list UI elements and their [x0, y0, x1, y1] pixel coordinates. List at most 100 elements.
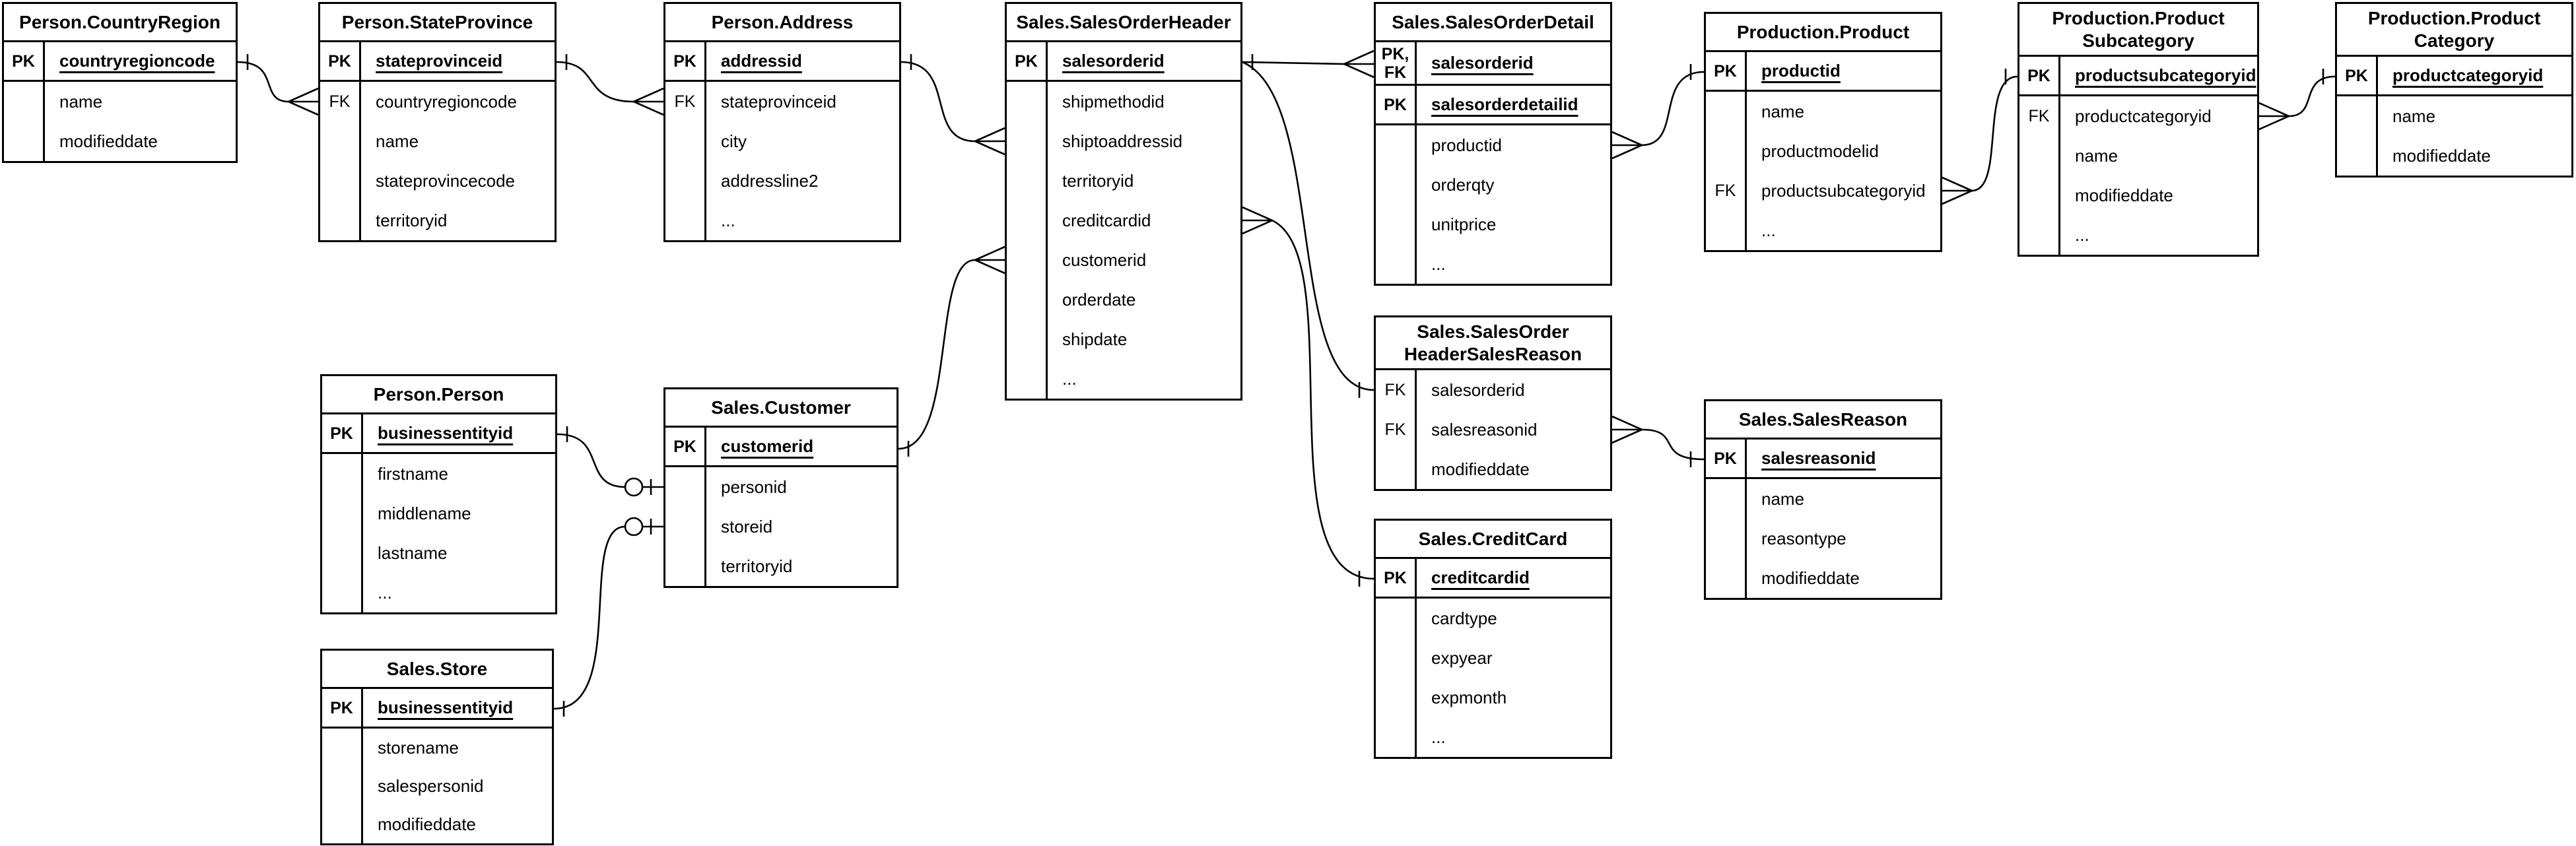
key-label [1007, 240, 1048, 280]
table-row: ... [2019, 215, 2257, 255]
table-row: modifieddate [1706, 558, 1940, 598]
table-title: Person.Person [322, 376, 555, 414]
column-name: lastname [378, 542, 448, 563]
table-row: modifieddate [2337, 136, 2571, 176]
column-name: creditcardid [1062, 210, 1151, 230]
table-row: FK salesorderid [1376, 370, 1610, 410]
key-label: PK [665, 42, 706, 80]
column-name: storename [378, 737, 459, 758]
table-row: ... [665, 201, 899, 240]
table-row: unitprice [1376, 205, 1610, 244]
key-label [1376, 125, 1417, 165]
column-name: orderdate [1062, 289, 1136, 309]
table-row: PK productsubcategoryid [2019, 57, 2257, 96]
rel-customer-salesorderheader [898, 245, 1005, 457]
table-title: Production.Product Category [2337, 4, 2571, 57]
table-row: stateprovincecode [320, 161, 555, 201]
table-row: modifieddate [2019, 176, 2257, 215]
key-label [1007, 359, 1048, 399]
table-row: PK creditcardid [1376, 559, 1610, 599]
table-row: customerid [1007, 240, 1240, 280]
key-label [1376, 205, 1417, 244]
rel-person-customer [557, 426, 663, 497]
key-label: FK [1376, 410, 1417, 449]
key-label [322, 729, 363, 767]
key-label [2019, 176, 2060, 215]
column-name: name [376, 131, 419, 151]
table-row: productid [1376, 125, 1610, 165]
table-title: Sales.SalesOrderDetail [1376, 4, 1610, 42]
table-sales-store: Sales.Store PK businessentityid storenam… [320, 649, 554, 845]
key-label [2019, 136, 2060, 176]
table-row: storename [322, 729, 552, 767]
table-production-productsubcategory: Production.Product Subcategory PK produc… [2017, 2, 2259, 257]
key-label [665, 467, 706, 507]
table-row: modifieddate [1376, 449, 1610, 489]
column-name: shiptoaddressid [1062, 131, 1183, 151]
table-row: name [1706, 92, 1940, 131]
column-name: territoryid [721, 556, 793, 576]
table-row: cardtype [1376, 599, 1610, 638]
key-label [1376, 165, 1417, 205]
key-label [665, 201, 706, 240]
key-label [665, 546, 706, 586]
table-row: FK countryregioncode [320, 82, 555, 121]
key-label [1007, 201, 1048, 240]
table-row: reasontype [1706, 519, 1940, 558]
key-label [322, 573, 363, 612]
table-row: PK salesreasonid [1706, 439, 1940, 479]
column-name: name [2392, 106, 2436, 126]
table-title: Production.Product [1706, 14, 1940, 52]
column-name: addressline2 [721, 170, 819, 191]
column-name: productsubcategoryid [2075, 65, 2256, 85]
table-row: FK productsubcategoryid [1706, 171, 1940, 211]
key-label: PK [2337, 57, 2378, 94]
key-label [1376, 449, 1417, 489]
table-sales-creditcard: Sales.CreditCard PK creditcardid cardtyp… [1374, 519, 1612, 759]
column-name: territoryid [1062, 170, 1134, 191]
key-label [1007, 161, 1048, 201]
key-label [1376, 638, 1417, 678]
table-row: name [2337, 96, 2571, 136]
table-row: FK salesreasonid [1376, 410, 1610, 449]
rel-salesorderheader-headersalesreason [1242, 61, 1374, 398]
table-row: FK stateprovinceid [665, 82, 899, 121]
column-name: productid [1431, 135, 1502, 155]
table-title: Sales.SalesOrder HeaderSalesReason [1376, 317, 1610, 370]
column-name: salespersonid [378, 775, 484, 796]
table-person-person: Person.Person PK businessentityid firstn… [320, 374, 557, 614]
table-row: PK productcategoryid [2337, 57, 2571, 96]
column-name: creditcardid [1431, 568, 1530, 587]
table-title: Person.Address [665, 4, 899, 42]
table-row: PK salesorderid [1007, 42, 1240, 82]
column-name: productcategoryid [2075, 106, 2212, 126]
column-name: modifieddate [59, 131, 158, 151]
key-label: PK [322, 689, 363, 727]
rel-countryregion-stateprovince [237, 54, 319, 116]
table-row: expyear [1376, 638, 1610, 678]
table-person-countryregion: Person.CountryRegion PK countryregioncod… [2, 2, 238, 163]
table-sales-salesorderheader: Sales.SalesOrderHeader PK salesorderid s… [1005, 2, 1242, 401]
table-title: Sales.CreditCard [1376, 521, 1610, 559]
table-row: orderdate [1007, 280, 1240, 319]
key-label: FK [1706, 171, 1747, 211]
rel-salesorderdetail-product [1611, 64, 1705, 160]
table-row: ... [1376, 717, 1610, 757]
rel-store-customer [553, 517, 663, 717]
key-label: PK [1376, 559, 1417, 597]
table-row: lastname [322, 533, 555, 573]
table-row: ... [322, 573, 555, 612]
table-row: territoryid [1007, 161, 1240, 201]
column-name: firstname [378, 463, 448, 484]
key-label: PK [665, 428, 706, 465]
rel-headersalesreason-salesreason [1611, 415, 1705, 467]
key-label [1376, 717, 1417, 757]
table-row: middlename [322, 494, 555, 533]
key-label [1007, 319, 1048, 359]
key-label [322, 805, 363, 843]
key-label [320, 161, 361, 201]
table-row: territoryid [320, 201, 555, 240]
column-name: ... [721, 210, 735, 230]
key-label [1376, 678, 1417, 717]
